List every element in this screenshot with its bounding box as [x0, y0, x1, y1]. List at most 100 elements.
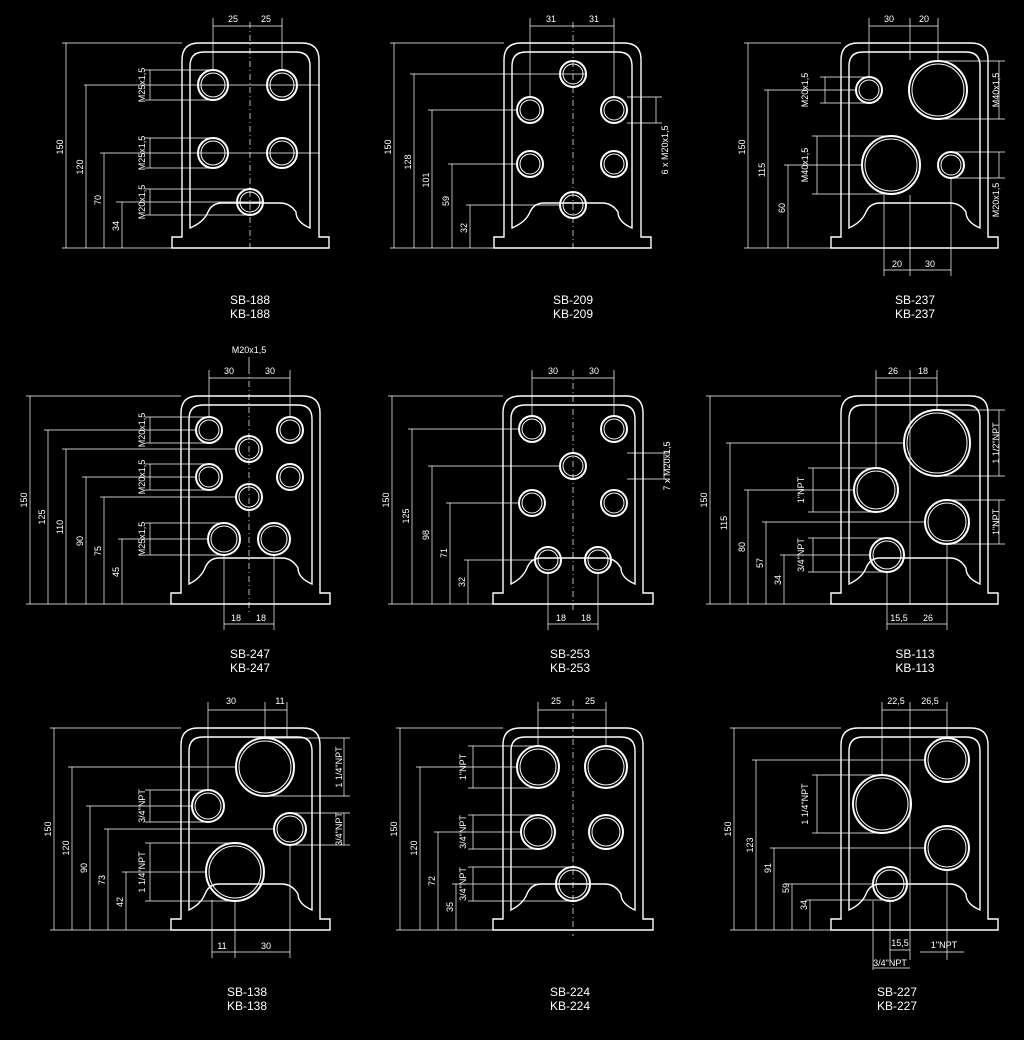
dimension-lines	[26, 357, 291, 630]
bottom-dim-2: 18	[256, 613, 266, 623]
top-dim-1: 30	[548, 366, 558, 376]
left-dim-5: 42	[115, 897, 125, 907]
caption-line-2: KB-253	[550, 661, 590, 675]
thread-label-3: 3/4"NPT	[458, 867, 468, 901]
dimension-lines	[390, 18, 662, 250]
thread-label-4: 3/4"NPT	[334, 812, 344, 846]
left-dim-2: 120	[75, 159, 85, 174]
body-outline	[171, 42, 330, 249]
bottom-dim-1: 18	[556, 613, 566, 623]
caption-line-1: SB-224	[550, 985, 590, 999]
caption-line-1: SB-209	[553, 293, 593, 307]
top-dim-1: 30	[226, 696, 236, 706]
drawing-sb247: M20x1,5 30 30 18 18 150 125 110 90 75 45…	[19, 345, 331, 675]
thread-label-2: M20x1,5	[137, 460, 147, 495]
thread-label-3: 1 1/2"NPT	[991, 422, 1001, 464]
body-outline	[830, 42, 999, 249]
bottom-dim-2: 1"NPT	[931, 940, 958, 950]
dimension-lines	[62, 18, 320, 250]
left-dim-5: 32	[459, 223, 469, 233]
top-dim-2: 26,5	[921, 696, 939, 706]
top-dim-2: 25	[585, 696, 595, 706]
dimension-lines	[50, 702, 350, 958]
caption-line-1: SB-253	[550, 647, 590, 661]
top-dim-2: 20	[919, 14, 929, 24]
left-dim-2: 120	[61, 840, 71, 855]
body-outline	[170, 727, 331, 931]
bottom-dim-1: 18	[231, 613, 241, 623]
caption-line-2: KB-247	[230, 661, 270, 675]
left-dim-4: 57	[755, 558, 765, 568]
drawing-sb237: 30 20 20 30 150 115 60 M20x1,5 M40x1,5 M…	[737, 14, 1005, 321]
left-dim-1: 150	[723, 821, 733, 836]
left-dim-1: 150	[55, 139, 65, 154]
left-dim-1: 150	[381, 492, 391, 507]
caption-line-2: KB-227	[877, 999, 917, 1013]
left-dim-1: 150	[389, 821, 399, 836]
bottom-dim-2: 26	[923, 613, 933, 623]
thread-label-3: M40x1,5	[991, 73, 1001, 108]
body-outline	[492, 727, 654, 931]
body-outline	[170, 395, 331, 605]
thread-label-4: 1"NPT	[991, 508, 1001, 535]
caption-line-2: KB-237	[895, 307, 935, 321]
left-dim-3: 90	[79, 863, 89, 873]
left-dim-1: 150	[383, 139, 393, 154]
caption-line-2: KB-188	[230, 307, 270, 321]
thread-label-1: 1"NPT	[796, 476, 806, 503]
left-dim-3: 80	[737, 542, 747, 552]
caption-line-1: SB-188	[230, 293, 270, 307]
top-dim-2: 31	[589, 14, 599, 24]
ports	[855, 60, 968, 195]
caption-line-2: KB-138	[227, 999, 267, 1013]
top-dim-2: 30	[265, 366, 275, 376]
ports	[516, 745, 628, 902]
bottom-dim-2: 30	[925, 259, 935, 269]
top-dim-1: 25	[228, 14, 238, 24]
caption-line-1: SB-247	[230, 647, 270, 661]
bottom-dim-3: 3/4"NPT	[873, 958, 907, 968]
thread-label-1: 7 x M20x1,5	[662, 441, 672, 490]
left-dim-3: 60	[777, 203, 787, 213]
caption-line-1: SB-113	[895, 647, 934, 661]
dimension-lines	[706, 370, 1005, 630]
left-dim-3: 91	[763, 863, 773, 873]
thread-label-2: 1 1/4"NPT	[137, 851, 147, 893]
bottom-dim-2: 18	[581, 613, 591, 623]
top-dim-1: 22,5	[887, 696, 905, 706]
dimension-lines	[388, 370, 670, 630]
top-dim-1: 26	[888, 366, 898, 376]
caption-line-2: KB-224	[550, 999, 590, 1013]
thread-label-3: M20x1,5	[137, 185, 147, 220]
body-outline	[492, 395, 654, 605]
body-outline	[830, 727, 999, 931]
top-dim-1: 31	[546, 14, 556, 24]
left-dim-4: 59	[781, 883, 791, 893]
top-dim-2: 25	[261, 14, 271, 24]
top-dim-1: 30	[224, 366, 234, 376]
thread-label-1: 3/4"NPT	[137, 789, 147, 823]
left-dim-1: 150	[737, 139, 747, 154]
thread-label-1: M20x1,5	[800, 73, 810, 108]
left-dim-3: 101	[421, 172, 431, 187]
caption-line-1: SB-227	[877, 985, 917, 999]
left-dim-2: 123	[745, 837, 755, 852]
left-dim-2: 125	[37, 509, 47, 524]
drawing-sb224: 25 25 150 120 72 35 1"NPT 3/4"NPT 3/4"NP…	[389, 696, 654, 1013]
body-outline	[830, 395, 999, 605]
thread-label-2: 3/4"NPT	[796, 538, 806, 572]
left-dim-4: 34	[111, 221, 121, 231]
thread-label-1: M25x1,5	[137, 68, 147, 103]
header-thread-label: M20x1,5	[232, 345, 267, 355]
left-dim-4: 71	[439, 548, 449, 558]
left-dim-2: 115	[719, 516, 729, 530]
left-dim-2: 125	[401, 508, 411, 523]
thread-label-4: M20x1,5	[991, 183, 1001, 218]
drawing-sb138: 30 11 11 30 150 120 90 73 42 3/4"NPT 1 1…	[43, 696, 350, 1013]
drawing-sb227: 22,5 26,5 15,5 1"NPT 3/4"NPT 150 123 91 …	[723, 696, 999, 1013]
thread-label-1: 1"NPT	[458, 753, 468, 780]
bottom-dim-1: 11	[217, 941, 226, 951]
bottom-dim-2: 30	[261, 941, 271, 951]
